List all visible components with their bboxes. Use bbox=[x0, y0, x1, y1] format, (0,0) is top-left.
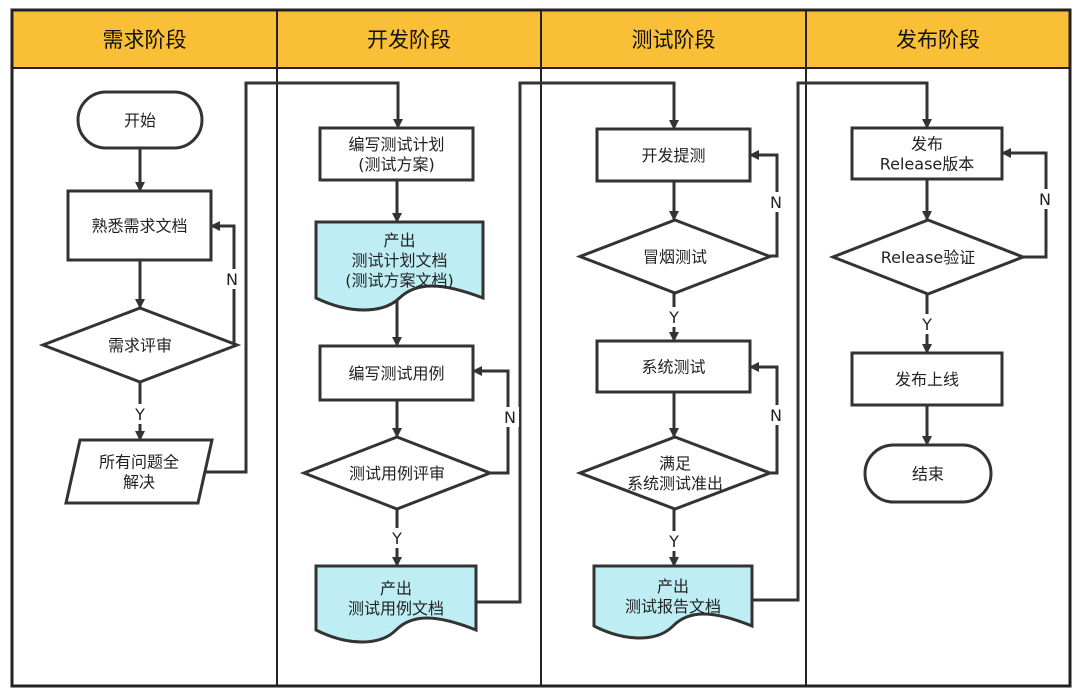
edge-label-bg bbox=[665, 307, 683, 327]
decision-diamond bbox=[38, 306, 242, 384]
edge-label-yes: Y bbox=[668, 308, 679, 327]
node-release-verify: Release验证 bbox=[828, 218, 1028, 296]
edge-label-bg bbox=[767, 192, 785, 212]
node-label: 满足 bbox=[659, 454, 691, 473]
diagram-frame bbox=[10, 8, 1072, 688]
process-box bbox=[595, 127, 752, 183]
document-shape bbox=[314, 220, 485, 312]
node-write-cases: 编写测试用例 bbox=[318, 344, 475, 402]
data-parallelogram bbox=[64, 438, 214, 505]
edge-label-bg bbox=[767, 405, 785, 425]
node-case-review: 测试用例评审 bbox=[299, 435, 495, 511]
node-label: (测试方案文档) bbox=[345, 271, 454, 290]
lane-header-req bbox=[11, 9, 278, 69]
node-label: 编写测试计划 bbox=[348, 135, 444, 154]
node-label: 产出 bbox=[383, 231, 415, 250]
node-end: 结束 bbox=[863, 443, 993, 504]
edge-label-bg bbox=[1036, 189, 1054, 209]
lane-title-rel: 发布阶段 bbox=[896, 28, 980, 52]
node-label: 开发提测 bbox=[641, 146, 705, 165]
node-label: 发布 bbox=[911, 135, 943, 154]
node-label: 产出 bbox=[657, 577, 689, 596]
edge-label-yes: Y bbox=[391, 529, 402, 548]
node-label: 系统测试 bbox=[641, 358, 705, 377]
lane-title-test: 测试阶段 bbox=[632, 28, 716, 52]
decision-diamond bbox=[575, 218, 775, 295]
edge-label-yes: Y bbox=[134, 405, 145, 424]
lane-header-test bbox=[540, 9, 807, 69]
document-shape bbox=[314, 564, 478, 644]
node-label: 系统测试准出 bbox=[627, 474, 723, 493]
node-submit-test: 开发提测 bbox=[595, 127, 752, 183]
node-label: 结束 bbox=[912, 465, 944, 484]
node-label: 测试报告文档 bbox=[625, 597, 721, 616]
edge-label-bg bbox=[501, 407, 519, 427]
lane-rel: 发布阶段 bbox=[805, 9, 1071, 687]
node-label: 冒烟测试 bbox=[643, 248, 707, 267]
edge-label-bg bbox=[223, 269, 241, 289]
edge-label-bg bbox=[131, 404, 149, 424]
edge-label-no: N bbox=[1039, 190, 1051, 209]
edge-label-bg bbox=[665, 531, 683, 551]
lane-title-req: 需求阶段 bbox=[103, 28, 187, 52]
node-system-test: 系统测试 bbox=[595, 339, 752, 394]
node-label: 测试用例评审 bbox=[349, 464, 445, 483]
process-box bbox=[318, 126, 475, 182]
edge-label-bg bbox=[918, 314, 936, 334]
edge-resolved-to-plan bbox=[205, 81, 403, 474]
node-go-live: 发布上线 bbox=[850, 351, 1004, 407]
process-box bbox=[850, 351, 1004, 407]
node-label: 解决 bbox=[123, 473, 155, 492]
lane-header-dev bbox=[276, 9, 542, 69]
node-label: 开始 bbox=[124, 111, 156, 130]
node-write-plan: 编写测试计划(测试方案) bbox=[318, 126, 475, 182]
node-label: 测试用例文档 bbox=[348, 599, 444, 618]
node-label: 发布上线 bbox=[895, 370, 959, 389]
terminal-box bbox=[76, 90, 204, 150]
edge-label-no: N bbox=[770, 193, 782, 212]
node-label: 所有问题全 bbox=[99, 453, 179, 472]
node-smoke-test: 冒烟测试 bbox=[575, 218, 775, 295]
node-label: 编写测试用例 bbox=[348, 364, 444, 383]
node-label: 熟悉需求文档 bbox=[91, 217, 187, 236]
edge-label-yes: Y bbox=[668, 532, 679, 551]
decision-diamond bbox=[575, 435, 775, 511]
node-label: (测试方案) bbox=[358, 155, 435, 174]
edge-label-yes: Y bbox=[921, 315, 932, 334]
edge-label-no: N bbox=[226, 270, 238, 289]
terminal-box bbox=[863, 443, 993, 504]
decision-diamond bbox=[299, 435, 495, 511]
node-label: 测试计划文档 bbox=[351, 251, 447, 270]
node-familiarize: 熟悉需求文档 bbox=[66, 189, 213, 262]
process-box bbox=[850, 126, 1004, 181]
edge-casedoc-to-submit bbox=[476, 81, 679, 604]
node-label: 产出 bbox=[380, 579, 412, 598]
edge-label-bg bbox=[388, 528, 406, 548]
node-label: Release版本 bbox=[880, 155, 975, 174]
node-req-review: 需求评审 bbox=[38, 306, 242, 384]
node-start: 开始 bbox=[76, 90, 204, 150]
lane-title-dev: 开发阶段 bbox=[367, 28, 451, 52]
process-box bbox=[66, 189, 213, 262]
document-shape bbox=[592, 564, 754, 640]
node-label: 需求评审 bbox=[108, 336, 172, 355]
process-box bbox=[595, 339, 752, 394]
edge-label-no: N bbox=[504, 408, 516, 427]
edge-label-no: N bbox=[770, 406, 782, 425]
node-label: Release验证 bbox=[881, 248, 976, 267]
decision-diamond bbox=[828, 218, 1028, 296]
edge-report-to-release bbox=[752, 81, 932, 602]
process-box bbox=[318, 344, 475, 402]
